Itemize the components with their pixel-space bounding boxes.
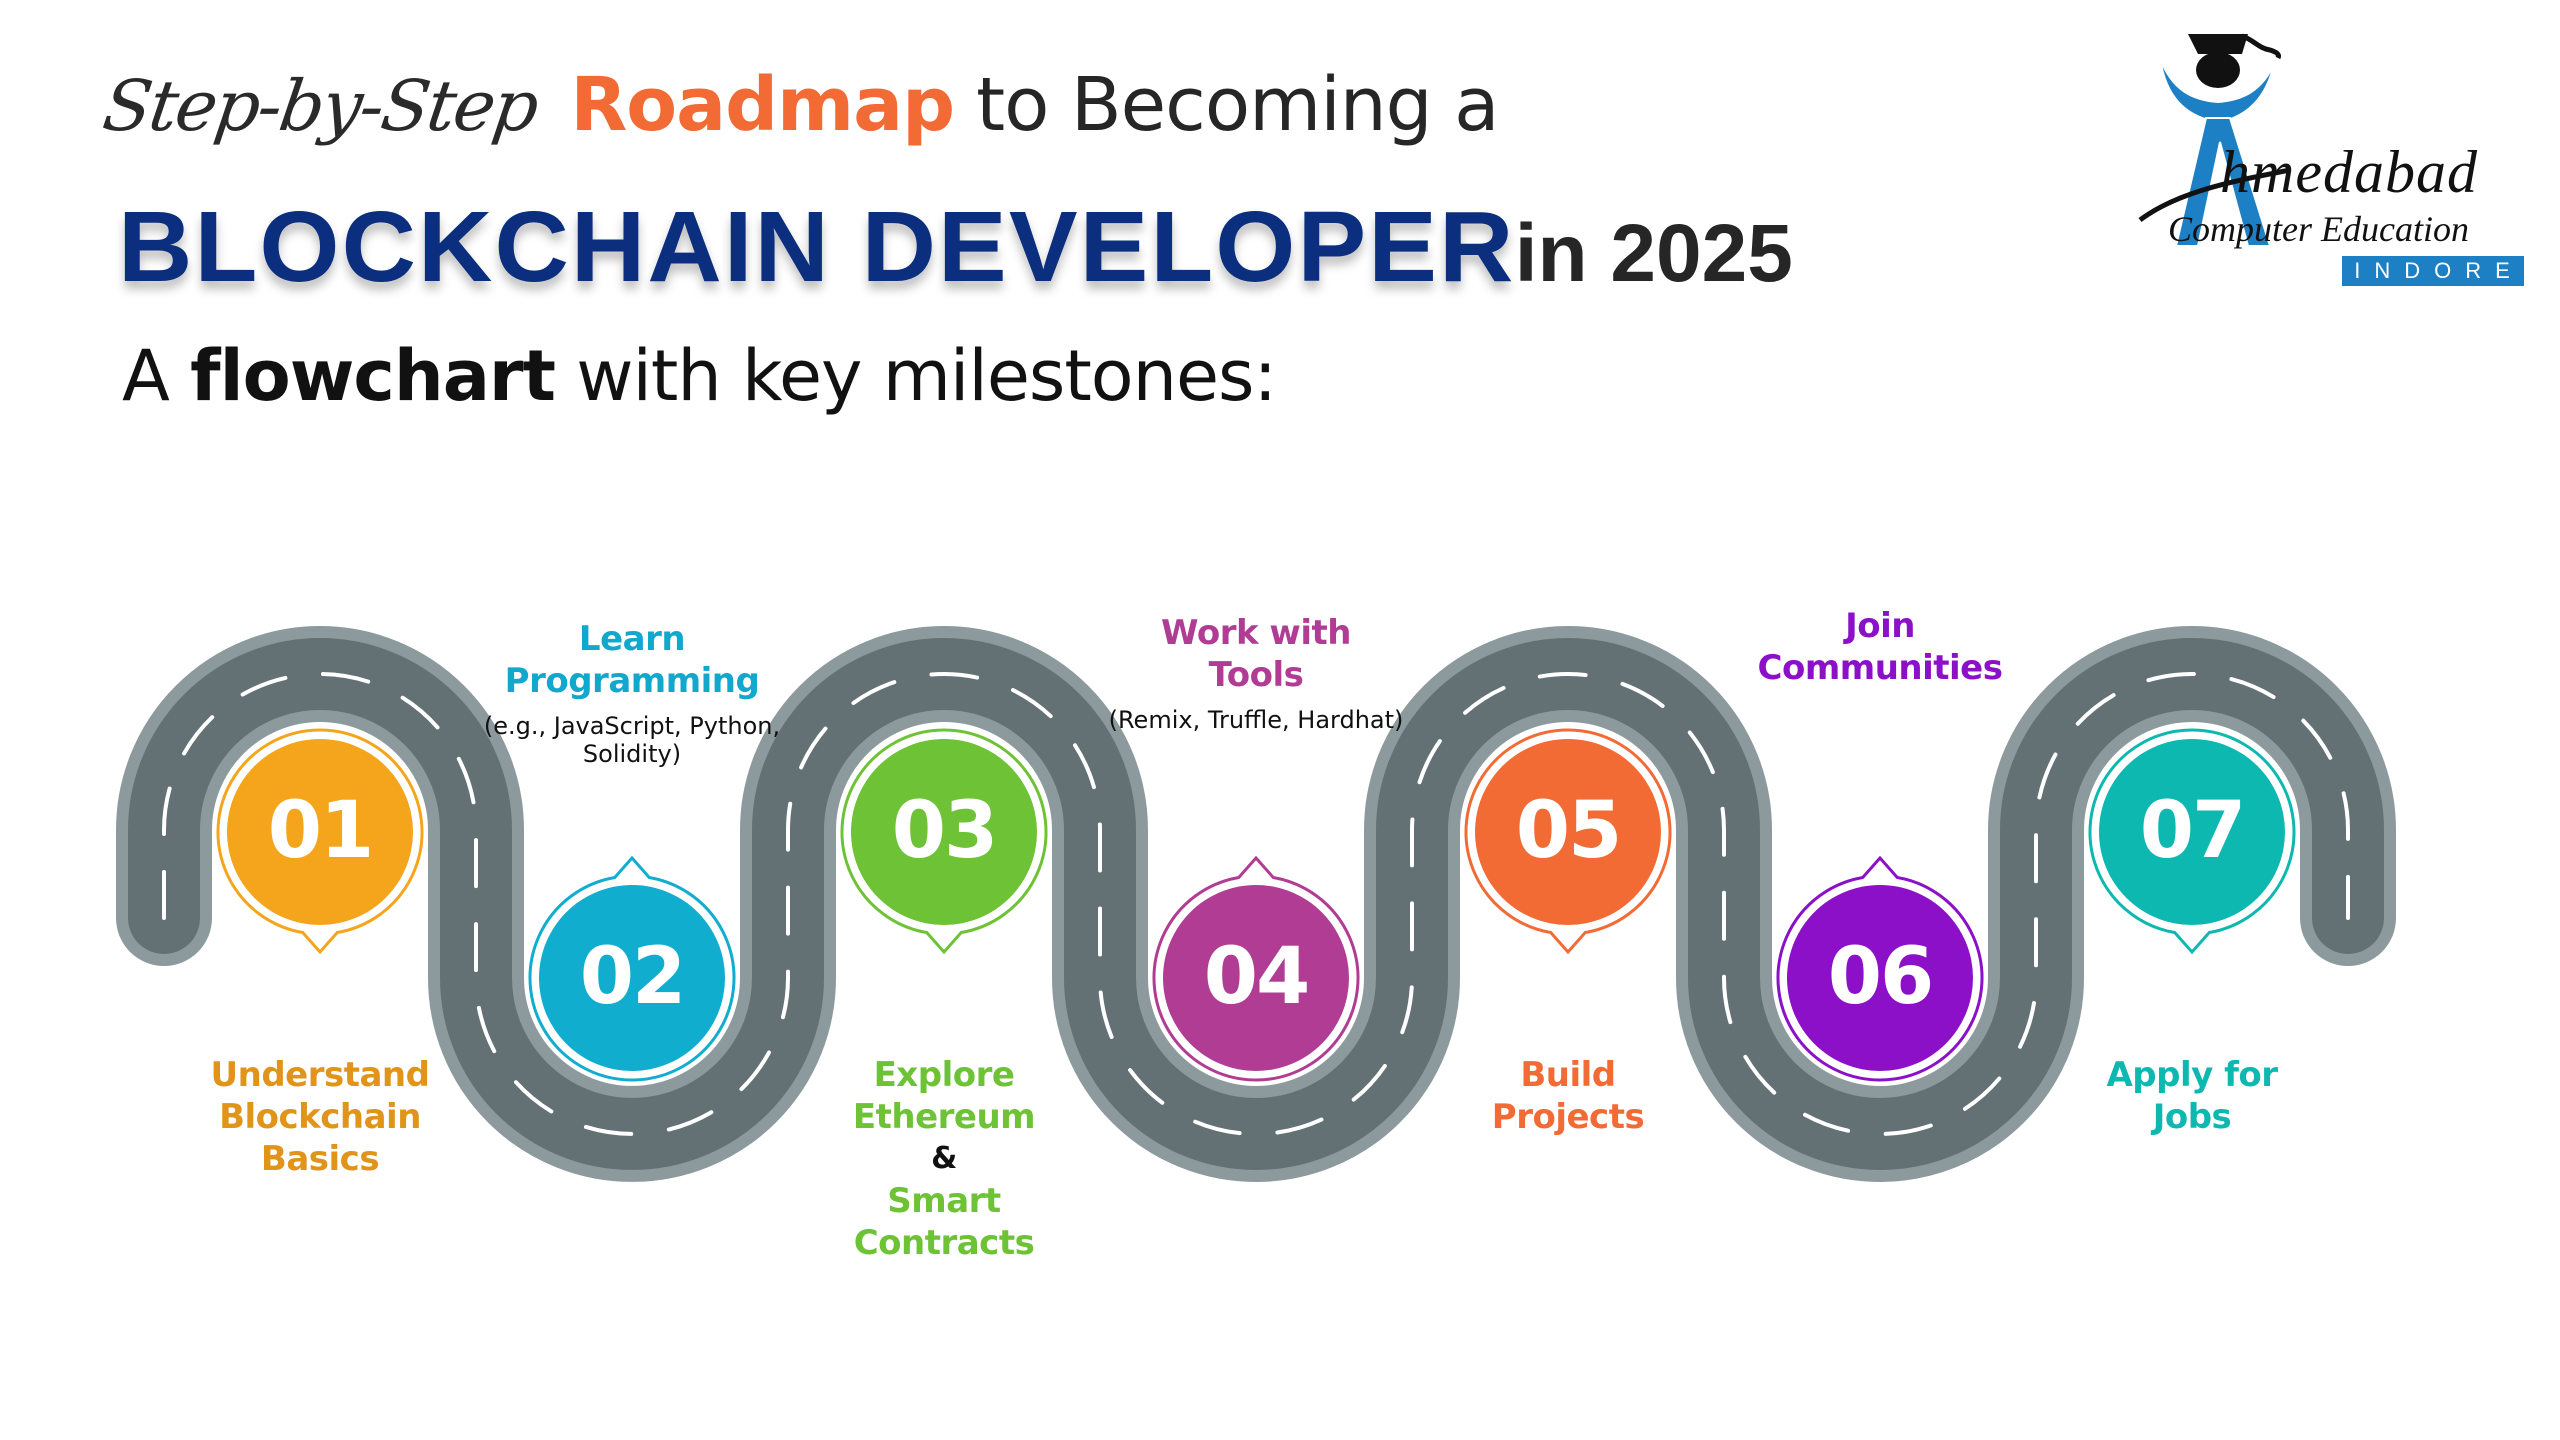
milestone-pin-01: [216, 728, 424, 955]
milestone-number-01: 01: [267, 786, 375, 876]
milestone-pin-02: [528, 855, 736, 1082]
subtitle-bold: flowchart: [190, 335, 556, 417]
logo-name-line-1: hmedabad: [2220, 139, 2478, 205]
label-subtext: (e.g., JavaScript, Python, Solidity): [483, 712, 781, 768]
title-line-1-rest: to Becoming a: [976, 62, 1499, 148]
label-line: Jobs: [2152, 1097, 2232, 1137]
graduate-figure-icon: [2138, 33, 2291, 247]
title-main: BLOCKCHAIN DEVELOPER: [118, 191, 1516, 303]
milestone-label-05: Build Projects: [1388, 1054, 1748, 1138]
label-subtext: (Remix, Truffle, Hardhat): [1108, 706, 1404, 734]
milestone-pin-05: [1464, 728, 1672, 955]
logo-name-line-2: Computer Education: [2168, 209, 2469, 249]
label-line: Understand: [210, 1055, 430, 1095]
label-line: Apply for: [2106, 1055, 2278, 1095]
milestone-label-07: Apply for Jobs: [2012, 1054, 2372, 1138]
label-line: Blockchain: [219, 1097, 421, 1137]
label-line: Contracts: [853, 1223, 1035, 1263]
label-ampersand: &: [931, 1141, 957, 1176]
label-line: Join: [1845, 606, 1915, 646]
label-line: Learn: [578, 619, 686, 659]
label-line: Work with: [1161, 613, 1351, 653]
road-center-dashes: [162, 672, 2350, 1136]
milestone-pin-06: [1776, 855, 1984, 1082]
title-line-1: Step-by-Step Roadmap to Becoming a: [98, 62, 1499, 192]
milestone-number-04: 04: [1203, 932, 1311, 1022]
subtitle-rest: with key milestones:: [576, 335, 1277, 417]
milestone-number-02: 02: [579, 932, 687, 1022]
milestone-number-03: 03: [891, 786, 999, 876]
logo-city-band: INDORE: [2342, 256, 2524, 286]
label-line: Communities: [1757, 648, 2003, 688]
milestone-pins: [216, 728, 2296, 1082]
milestone-number-07: 07: [2139, 786, 2247, 876]
milestone-label-04: Work with Tools (Remix, Truffle, Hardhat…: [1076, 612, 1436, 734]
milestone-number-06: 06: [1827, 932, 1935, 1022]
title-year: in 2025: [1514, 208, 1793, 299]
milestone-pin-04: [1152, 855, 1360, 1082]
milestone-pin-03: [840, 728, 1048, 955]
label-line: Tools: [1208, 655, 1304, 695]
title-highlight-word: Roadmap: [570, 62, 955, 148]
label-line: Smart: [887, 1181, 1001, 1221]
milestone-label-06: Join Communities: [1700, 605, 2060, 689]
label-line: Projects: [1491, 1097, 1645, 1137]
milestone-number-05: 05: [1515, 786, 1623, 876]
title-line-2: BLOCKCHAIN DEVELOPER in 2025: [118, 190, 1793, 305]
label-line: Ethereum: [852, 1097, 1036, 1137]
milestone-label-03: Explore Ethereum & Smart Contracts: [764, 1054, 1124, 1264]
subtitle-prefix: A: [122, 335, 170, 417]
milestone-label-01: Understand Blockchain Basics: [140, 1054, 500, 1180]
milestone-pin-07: [2088, 728, 2296, 955]
label-line: Programming: [504, 661, 760, 701]
label-line: Explore: [873, 1055, 1015, 1095]
label-line: Basics: [260, 1139, 380, 1179]
subtitle: A flowchart with key milestones:: [122, 335, 1277, 417]
label-line: Build: [1520, 1055, 1616, 1095]
milestone-label-02: Learn Programming (e.g., JavaScript, Pyt…: [452, 618, 812, 768]
